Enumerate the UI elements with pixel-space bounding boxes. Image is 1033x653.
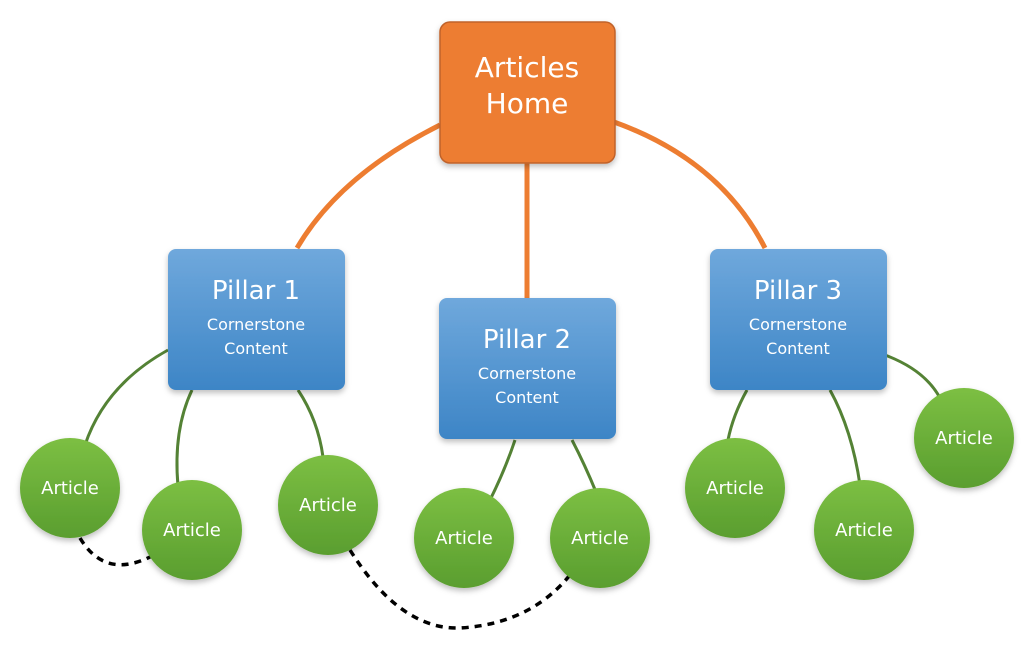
pillar-title: Pillar 1 [212, 276, 300, 306]
cross-link-article-1-2 [78, 537, 153, 567]
connector-pillar-1-article-1 [83, 348, 169, 446]
pillar-node-3[interactable]: Pillar 3 Cornerstone Content [710, 249, 887, 390]
connector-pillar-3-article-7 [828, 389, 862, 486]
connector-pillar-1-article-2 [175, 389, 194, 487]
article-label: Article [706, 478, 764, 499]
connector-home-pillar-1 [294, 122, 442, 250]
article-node-1[interactable]: Article [20, 438, 120, 538]
pillar-box [710, 249, 887, 390]
article-circle [278, 455, 378, 555]
article-circle [20, 438, 120, 538]
connector-pillar-1-article-3 [296, 389, 325, 458]
article-circle [814, 480, 914, 580]
connector-pillar-3-article-8 [884, 353, 942, 399]
article-label: Article [835, 520, 893, 541]
article-node-6[interactable]: Article [685, 438, 785, 538]
article-node-5[interactable]: Article [550, 488, 650, 588]
article-node-7[interactable]: Article [814, 480, 914, 580]
cross-link-article-3-5 [348, 549, 572, 630]
pillar-title: Pillar 3 [754, 276, 842, 306]
pillar-subtitle-line2: Content [224, 339, 288, 358]
pillar-title: Pillar 2 [483, 325, 571, 355]
pillar-subtitle-line2: Content [766, 339, 830, 358]
pillar-subtitle-line2: Content [495, 388, 559, 407]
pillar-box [168, 249, 345, 390]
article-label: Article [163, 520, 221, 541]
connector-home-pillar-3 [613, 119, 768, 250]
article-label: Article [299, 495, 357, 516]
article-node-3[interactable]: Article [278, 455, 378, 555]
article-circle [550, 488, 650, 588]
pillar-node-2[interactable]: Pillar 2 Cornerstone Content [439, 298, 616, 439]
article-node-4[interactable]: Article [414, 488, 514, 588]
pillar-connectors [83, 348, 942, 501]
pillar-subtitle-line1: Cornerstone [207, 315, 305, 334]
article-label: Article [571, 528, 629, 549]
cross-links [78, 537, 572, 630]
article-circle [142, 480, 242, 580]
home-label-line2: Home [486, 87, 569, 120]
pillar-subtitle-line1: Cornerstone [749, 315, 847, 334]
home-connectors [294, 119, 768, 298]
article-node-2[interactable]: Article [142, 480, 242, 580]
pillar-box [439, 298, 616, 439]
connector-pillar-2-article-5 [570, 439, 598, 493]
article-circle [414, 488, 514, 588]
pillar-subtitle-line1: Cornerstone [478, 364, 576, 383]
article-label: Article [935, 428, 993, 449]
article-circle [685, 438, 785, 538]
article-label: Article [435, 528, 493, 549]
home-label-line1: Articles [475, 51, 579, 84]
connector-pillar-2-article-4 [488, 439, 517, 501]
article-label: Article [41, 478, 99, 499]
home-box [439, 21, 616, 164]
pillar-node-1[interactable]: Pillar 1 Cornerstone Content [168, 249, 345, 390]
article-circle [914, 388, 1014, 488]
home-node[interactable]: Articles Home [439, 21, 616, 164]
article-node-8[interactable]: Article [914, 388, 1014, 488]
connector-pillar-3-article-6 [726, 389, 749, 441]
